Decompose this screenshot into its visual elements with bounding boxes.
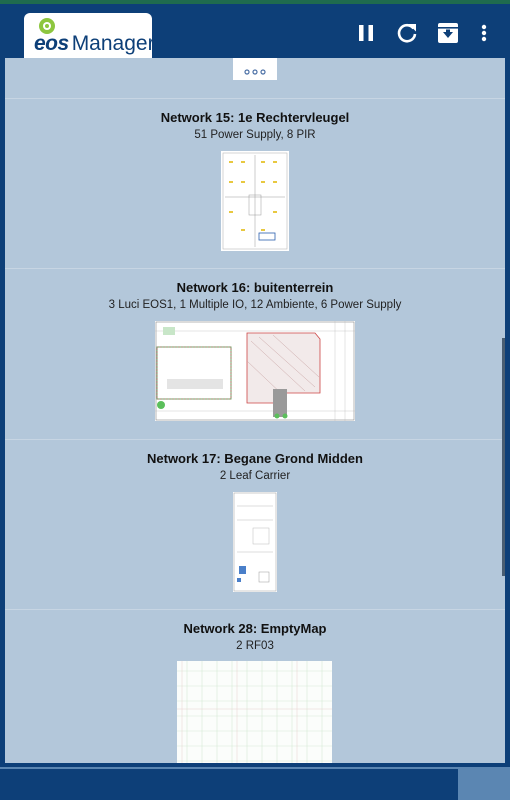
pause-button[interactable] xyxy=(353,20,379,46)
network-map-thumbnail[interactable] xyxy=(221,151,289,251)
network-list-item[interactable]: Network 16: buitenterrein 3 Luci EOS1, 1… xyxy=(5,269,505,438)
network-title: Network 15: 1e Rechtervleugel xyxy=(160,110,350,125)
logo-brand: eos xyxy=(34,32,69,55)
bottom-navigation-bar xyxy=(0,763,510,800)
archive-button[interactable] xyxy=(435,20,461,46)
network-devices: 51 Power Supply, 8 PIR xyxy=(194,129,316,141)
archive-download-icon xyxy=(438,23,458,43)
network-title: Network 28: EmptyMap xyxy=(183,621,327,636)
overflow-menu-button[interactable] xyxy=(472,20,496,46)
network-list-item[interactable]: Network 28: EmptyMap 2 RF03 xyxy=(5,610,505,763)
network-map-thumbnail[interactable] xyxy=(233,492,277,592)
network-map-thumbnail[interactable] xyxy=(155,321,355,421)
network-devices: 2 Leaf Carrier xyxy=(219,470,291,482)
status-strip xyxy=(0,0,510,4)
list-divider xyxy=(5,268,505,269)
network-map-thumbnail[interactable] xyxy=(177,661,332,763)
refresh-icon xyxy=(397,23,417,43)
network-title: Network 16: buitenterrein xyxy=(176,280,334,295)
bottom-bar-corner-button[interactable] xyxy=(458,768,510,800)
network-title: Network 17: Begane Grond Midden xyxy=(147,451,363,466)
network-map-thumbnail-previous[interactable] xyxy=(233,58,277,80)
logo-leaf-icon xyxy=(39,18,55,34)
network-list[interactable]: Network 15: 1e Rechtervleugel 51 Power S… xyxy=(5,58,505,763)
network-devices: 2 RF03 xyxy=(236,640,274,652)
refresh-button[interactable] xyxy=(394,20,420,46)
list-divider xyxy=(5,439,505,440)
pause-icon xyxy=(359,25,373,41)
network-list-item[interactable]: Network 17: Begane Grond Midden 2 Leaf C… xyxy=(5,440,505,609)
network-list-item[interactable]: Network 15: 1e Rechtervleugel 51 Power S… xyxy=(5,99,505,268)
list-divider xyxy=(5,609,505,610)
bottom-bar-accent xyxy=(0,767,510,769)
network-devices: 3 Luci EOS1, 1 Multiple IO, 12 Ambiente,… xyxy=(108,299,402,311)
more-vert-icon xyxy=(481,24,487,42)
scrollbar-thumb[interactable] xyxy=(502,338,505,576)
logo-product: Manager xyxy=(71,32,155,55)
list-divider xyxy=(5,98,505,99)
